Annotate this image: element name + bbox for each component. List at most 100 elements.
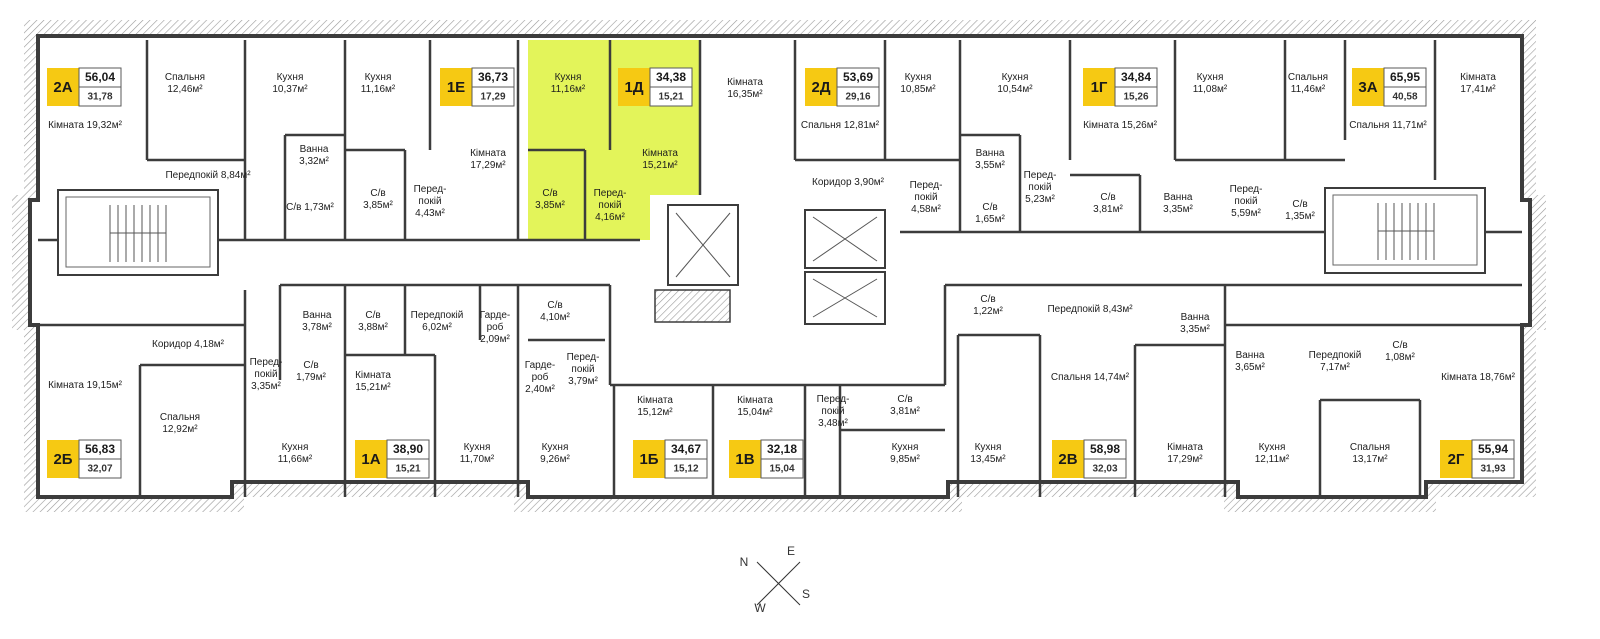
apartment-code: 1А	[361, 451, 380, 468]
room-label: Кімната 18,76м²	[1441, 372, 1515, 383]
apartment-total-area: 36,73	[478, 70, 508, 84]
room-label: Коридор 4,18м²	[152, 339, 225, 350]
apartment-total-area: 38,90	[393, 442, 423, 456]
apartment-total-area: 34,38	[656, 70, 686, 84]
elevator-core	[654, 204, 886, 325]
compass-south-label: S	[802, 587, 810, 601]
compass: N E S W	[740, 544, 810, 615]
apartment-code: 2Д	[811, 79, 830, 96]
apartment-total-area: 56,83	[85, 442, 115, 456]
apartment-code: 1Г	[1091, 79, 1108, 96]
apartment-badge-3А[interactable]: 3А 65,95 40,58	[1352, 67, 1427, 107]
apartment-living-area: 15,12	[673, 464, 698, 475]
stairwell-left	[57, 189, 219, 276]
apartment-living-area: 15,26	[1123, 92, 1148, 103]
apartment-code: 1Д	[624, 79, 643, 96]
apartment-badge-2Д[interactable]: 2Д 53,69 29,16	[805, 67, 880, 107]
apartment-living-area: 17,29	[480, 92, 505, 103]
apartment-total-area: 34,84	[1121, 70, 1151, 84]
apartment-total-area: 65,95	[1390, 70, 1420, 84]
apartment-total-area: 32,18	[767, 442, 797, 456]
apartment-living-area: 32,03	[1092, 464, 1117, 475]
compass-north-label: N	[740, 555, 749, 569]
apartment-code: 1В	[735, 451, 754, 468]
apartment-badge-2Б[interactable]: 2Б 56,83 32,07	[47, 439, 122, 479]
apartment-badge-1Е[interactable]: 1Е 36,73 17,29	[440, 67, 515, 107]
apartment-badge-1Г[interactable]: 1Г 34,84 15,26	[1083, 67, 1158, 107]
apartment-code: 2В	[1058, 451, 1077, 468]
apartment-code: 1Е	[447, 79, 465, 96]
apartment-total-area: 55,94	[1478, 442, 1508, 456]
apartment-badge-1В[interactable]: 1В 32,18 15,04	[729, 439, 804, 479]
room-label: Спальня 14,74м²	[1051, 372, 1130, 383]
room-label: Спальня 12,81м²	[801, 120, 880, 131]
apartment-living-area: 40,58	[1392, 92, 1417, 103]
lower-partitions	[138, 285, 1422, 497]
room-label: Кімната 15,26м²	[1083, 120, 1157, 131]
apartment-total-area: 53,69	[843, 70, 873, 84]
apartment-badge-1А[interactable]: 1А 38,90 15,21	[355, 439, 430, 479]
apartment-code: 2А	[53, 79, 72, 96]
apartment-living-area: 15,21	[658, 92, 683, 103]
apartment-living-area: 29,16	[845, 92, 870, 103]
upper-partitions	[145, 40, 1437, 240]
apartment-living-area: 31,78	[87, 92, 112, 103]
apartment-code: 2Б	[53, 451, 72, 468]
apartment-living-area: 15,21	[395, 464, 420, 475]
apartment-code: 1Б	[639, 451, 658, 468]
apartment-living-area: 15,04	[769, 464, 794, 475]
apartment-living-area: 32,07	[87, 464, 112, 475]
room-label: Коридор 3,90м²	[812, 177, 885, 188]
apartment-badge-1Д[interactable]: 1Д 34,38 15,21	[618, 67, 693, 107]
apartment-code: 3А	[1358, 79, 1377, 96]
room-label: Кімната 19,32м²	[48, 120, 122, 131]
apartment-living-area: 31,93	[1480, 464, 1505, 475]
